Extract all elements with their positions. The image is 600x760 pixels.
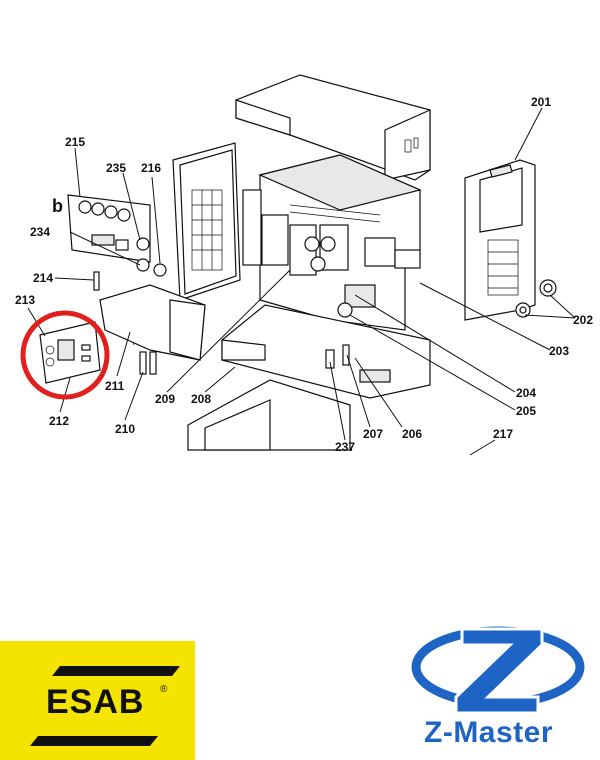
callout-214: 214 [33,271,53,285]
mounting-bracket [99,284,206,361]
callout-203: 203 [549,344,569,358]
callout-205: 205 [516,404,536,418]
callout-209: 209 [155,392,175,406]
z-master-logo-mark [411,626,585,715]
callout-206: 206 [402,427,422,441]
bottom-cover [187,379,351,451]
highlight-circle [20,310,110,400]
callout-207: 207 [363,427,383,441]
esab-wordmark: ESAB [46,683,145,721]
exploded-parts-diagram: 201 202 203 204 205 206 207 208 209 210 … [15,74,593,456]
connectors [515,279,557,318]
highlighted-board [39,321,101,384]
callout-210: 210 [115,422,135,436]
callout-labels: 201 202 203 204 205 206 207 208 209 210 … [15,95,593,454]
top-cover [235,74,431,181]
esab-logo-bars [30,666,180,746]
z-master-wordmark: Z-Master [424,716,554,749]
control-pcb [67,194,167,277]
main-chassis [258,154,422,331]
callout-234: 234 [30,225,50,239]
callout-216: 216 [141,161,161,175]
detail-letter-b: b [52,196,63,216]
hardware-parts [325,344,391,383]
rear-panel [464,159,536,321]
callout-208: 208 [191,392,211,406]
callout-237: 237 [335,440,355,454]
esab-registered-mark: ® [160,684,168,695]
callout-235: 235 [106,161,126,175]
callout-213: 213 [15,293,35,307]
front-panel [172,142,262,301]
small-parts [93,271,157,375]
leader-lines [27,107,576,456]
callout-204: 204 [516,386,536,400]
callout-201: 201 [531,95,551,109]
callout-217: 217 [493,427,513,441]
callout-215: 215 [65,135,85,149]
callout-212: 212 [49,414,69,428]
callout-211: 211 [105,379,125,393]
callout-202: 202 [573,313,593,327]
